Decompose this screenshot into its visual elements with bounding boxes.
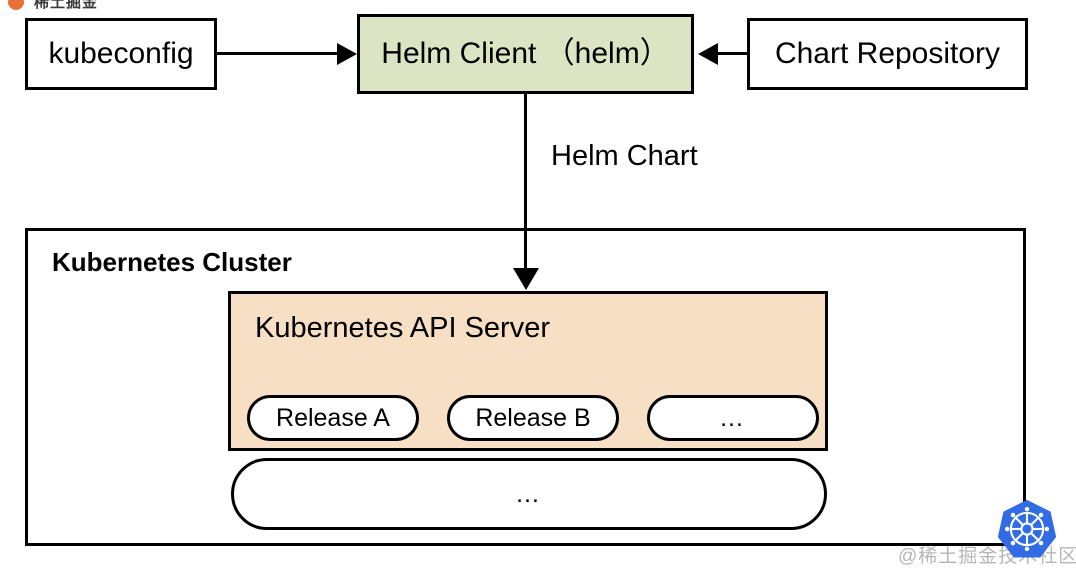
cluster-title: Kubernetes Cluster <box>52 247 292 277</box>
node-kubeconfig[interactable]: kubeconfig <box>25 18 217 90</box>
arrowhead-down-icon <box>513 268 539 290</box>
workloads-more-label: … <box>515 479 543 508</box>
node-helm-client-label: Helm Client （helm） <box>381 37 670 70</box>
node-chart-repository[interactable]: Chart Repository <box>747 18 1028 90</box>
node-helm-client[interactable]: Helm Client （helm） <box>357 14 694 94</box>
release-b-label: Release B <box>475 403 591 432</box>
node-release-a[interactable]: Release A <box>247 395 419 441</box>
site-logo-icon <box>8 0 24 10</box>
page-header-sliver: 稀土掘金 <box>0 0 1076 12</box>
site-title-partial: 稀土掘金 <box>34 0 99 11</box>
edge-kubeconfig-to-helm <box>217 52 339 55</box>
node-kubeconfig-label: kubeconfig <box>48 37 194 70</box>
node-release-b[interactable]: Release B <box>447 395 619 441</box>
edge-helm-to-api-server <box>524 94 527 280</box>
edge-label-helm-chart: Helm Chart <box>551 140 698 172</box>
node-release-more[interactable]: … <box>647 395 819 441</box>
node-api-server[interactable]: Kubernetes API Server Release A Release … <box>228 291 828 451</box>
api-server-title: Kubernetes API Server <box>255 312 550 344</box>
release-a-label: Release A <box>276 403 390 432</box>
arrowhead-left-icon <box>698 43 718 65</box>
release-more-label: … <box>719 403 747 432</box>
node-kubernetes-cluster[interactable]: Kubernetes Cluster Kubernetes API Server… <box>25 228 1026 546</box>
node-chart-repository-label: Chart Repository <box>774 37 1001 70</box>
kubernetes-helm-wheel-icon <box>997 499 1057 558</box>
arrowhead-right-icon <box>337 43 357 65</box>
edge-repository-to-helm <box>718 52 747 55</box>
node-workloads-more[interactable]: … <box>231 458 827 530</box>
